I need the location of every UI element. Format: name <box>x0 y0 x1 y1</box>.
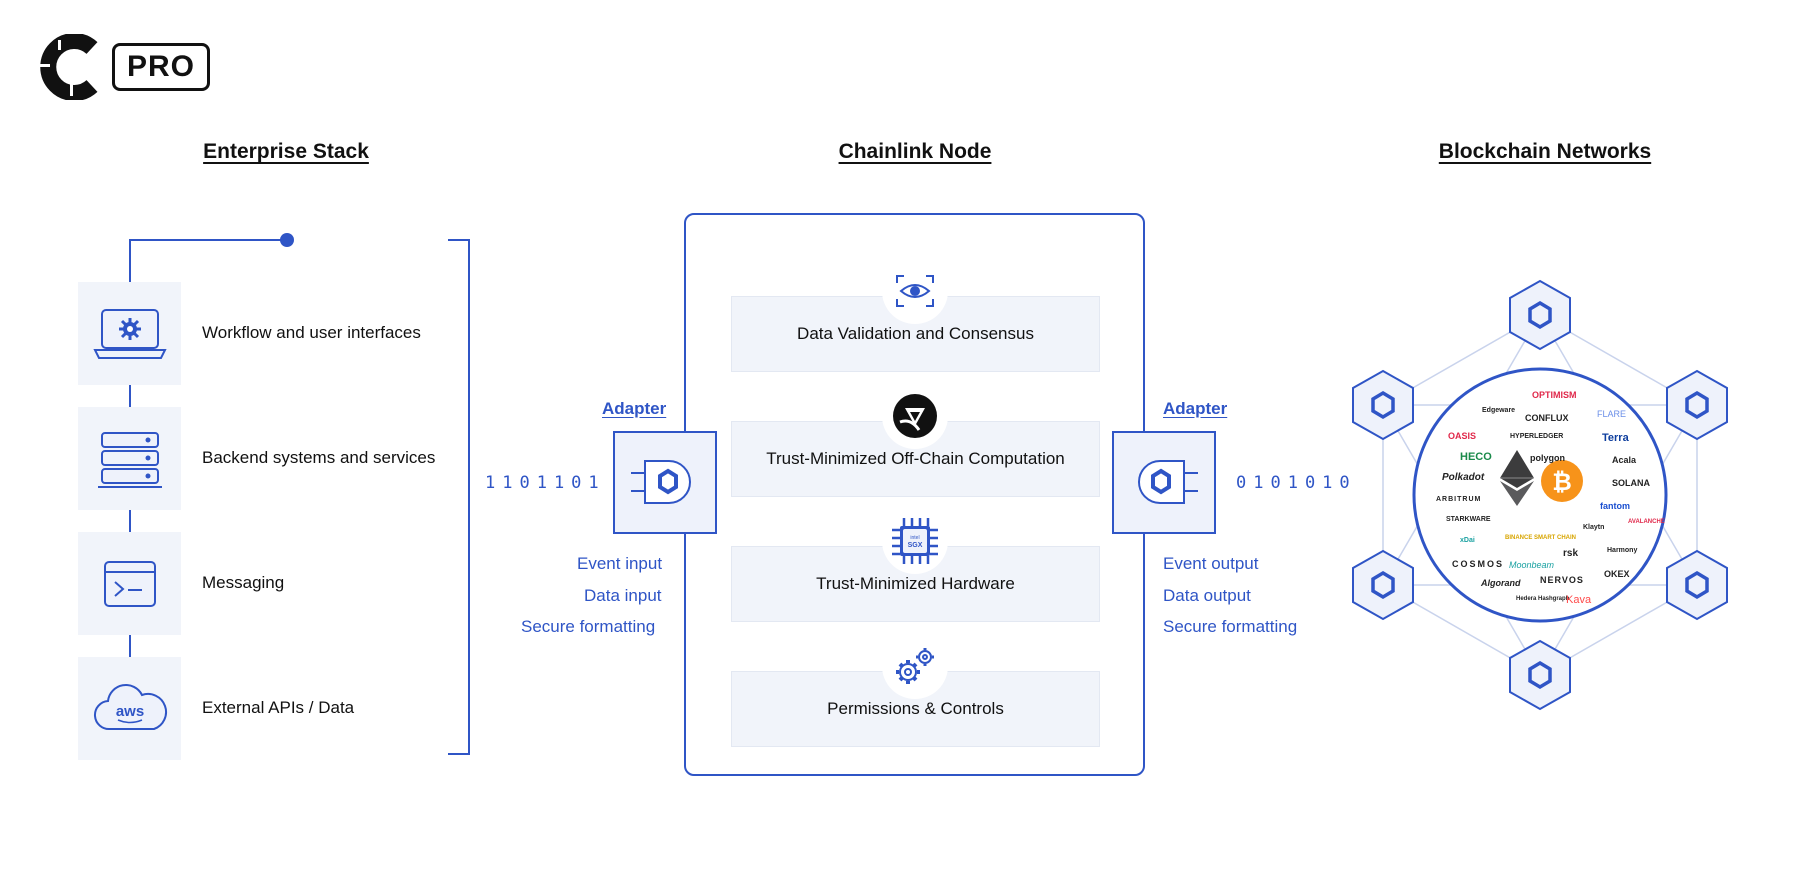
messaging-box <box>78 532 181 635</box>
enterprise-item-label: Messaging <box>202 573 285 592</box>
server-rack-icon <box>97 431 162 488</box>
network-logo: Hedera Hashgraph <box>1516 596 1570 602</box>
chain-node-hex <box>1665 369 1729 441</box>
network-logo: xDai <box>1460 537 1475 544</box>
network-logo: CONFLUX <box>1525 413 1569 423</box>
network-logo: HYPERLEDGER <box>1510 433 1564 440</box>
adapter-plug-icon <box>1138 460 1198 504</box>
network-logo: ARBITRUM <box>1436 496 1482 503</box>
workflow-box <box>78 282 181 385</box>
brand-c-icon <box>40 34 98 100</box>
chain-node-hex <box>1665 549 1729 621</box>
network-logo: Terra <box>1602 432 1629 444</box>
chip-icon: intel SGX <box>892 518 938 564</box>
network-logo: rsk <box>1563 548 1579 559</box>
chain-node-hex <box>1351 369 1415 441</box>
network-logo: STARKWARE <box>1446 516 1491 523</box>
enterprise-stack-title: Enterprise Stack <box>203 140 369 163</box>
adapter-in-label: Data input <box>584 586 662 605</box>
network-logo: OPTIMISM <box>1532 390 1577 400</box>
network-logo: COSMOS <box>1452 559 1505 569</box>
intel-text: intel <box>910 535 919 541</box>
chain-node-hex <box>1508 279 1572 351</box>
adapter-in-label: Secure formatting <box>521 617 656 636</box>
aws-text: aws <box>115 703 143 720</box>
adapter-out-label: Event output <box>1163 554 1259 573</box>
adapter-out-box <box>1112 431 1216 534</box>
enterprise-item-label: External APIs / Data <box>202 698 355 717</box>
enterprise-item-label: Workflow and user interfaces <box>202 323 421 342</box>
node-icon-wrap <box>886 637 944 695</box>
chain-node-hex <box>1351 549 1415 621</box>
eye-scan-icon <box>896 275 934 307</box>
node-icon-wrap: intel SGX <box>886 512 944 570</box>
network-logo: BINANCE SMART CHAIN <box>1505 535 1576 541</box>
output-bits: 0101010 <box>1236 473 1357 493</box>
brand-logo: PRO <box>40 34 211 100</box>
network-logo: NERVOS <box>1540 575 1584 585</box>
laptop-gear-icon <box>92 308 167 359</box>
network-logo: SOLANA <box>1612 478 1650 488</box>
network-logo: Polkadot <box>1442 472 1485 483</box>
adapter-out-label: Data output <box>1163 586 1251 605</box>
enterprise-item-label: Backend systems and services <box>202 448 436 467</box>
network-logo: fantom <box>1600 501 1630 511</box>
network-logo: Algorand <box>1481 578 1521 588</box>
chainlink-node-title: Chainlink Node <box>838 140 992 163</box>
adapter-in-title: Adapter <box>602 399 667 418</box>
blockchain-network-graph: ₿ <box>1351 279 1729 711</box>
adapter-in-label: Event input <box>577 554 663 573</box>
external-apis-box: aws <box>78 657 181 760</box>
gears-icon <box>896 648 934 684</box>
ethereum-icon <box>1500 450 1534 506</box>
aws-cloud-icon: aws <box>93 683 167 730</box>
adapter-out-label: Secure formatting <box>1163 617 1298 636</box>
node-icon-wrap <box>886 262 944 320</box>
network-logo: AVALANCHE <box>1628 519 1665 525</box>
blockchain-networks-title: Blockchain Networks <box>1438 140 1652 163</box>
network-logo: FLARE <box>1597 409 1627 419</box>
svg-text:₿: ₿ <box>1552 468 1572 496</box>
network-logo: Harmony <box>1607 547 1638 554</box>
enterprise-connectors <box>129 233 470 755</box>
chain-node-hex <box>1508 639 1572 711</box>
adapter-plug-icon <box>631 460 691 504</box>
network-logo: polygon <box>1530 453 1565 463</box>
network-logo: Acala <box>1612 455 1637 465</box>
network-logo: Edgeware <box>1482 407 1516 414</box>
backend-box <box>78 407 181 510</box>
node-icon-wrap <box>886 387 944 445</box>
bitcoin-icon: ₿ <box>1541 460 1583 502</box>
adapter-in-box <box>613 431 717 534</box>
pro-badge: PRO <box>112 43 211 91</box>
adapter-out-title: Adapter <box>1163 399 1228 418</box>
terminal-window-icon <box>103 560 156 607</box>
network-logo: OKEX <box>1604 569 1630 579</box>
network-logo: Kava <box>1566 594 1592 606</box>
input-bits: 1101101 <box>485 473 606 493</box>
trust-mark-icon <box>893 394 937 438</box>
network-logo: OASIS <box>1448 431 1477 441</box>
network-logo: HECO <box>1460 451 1492 463</box>
network-logo: Klaytn <box>1583 524 1605 531</box>
sgx-text: SGX <box>908 542 923 549</box>
network-logo: Moonbeam <box>1509 560 1555 570</box>
